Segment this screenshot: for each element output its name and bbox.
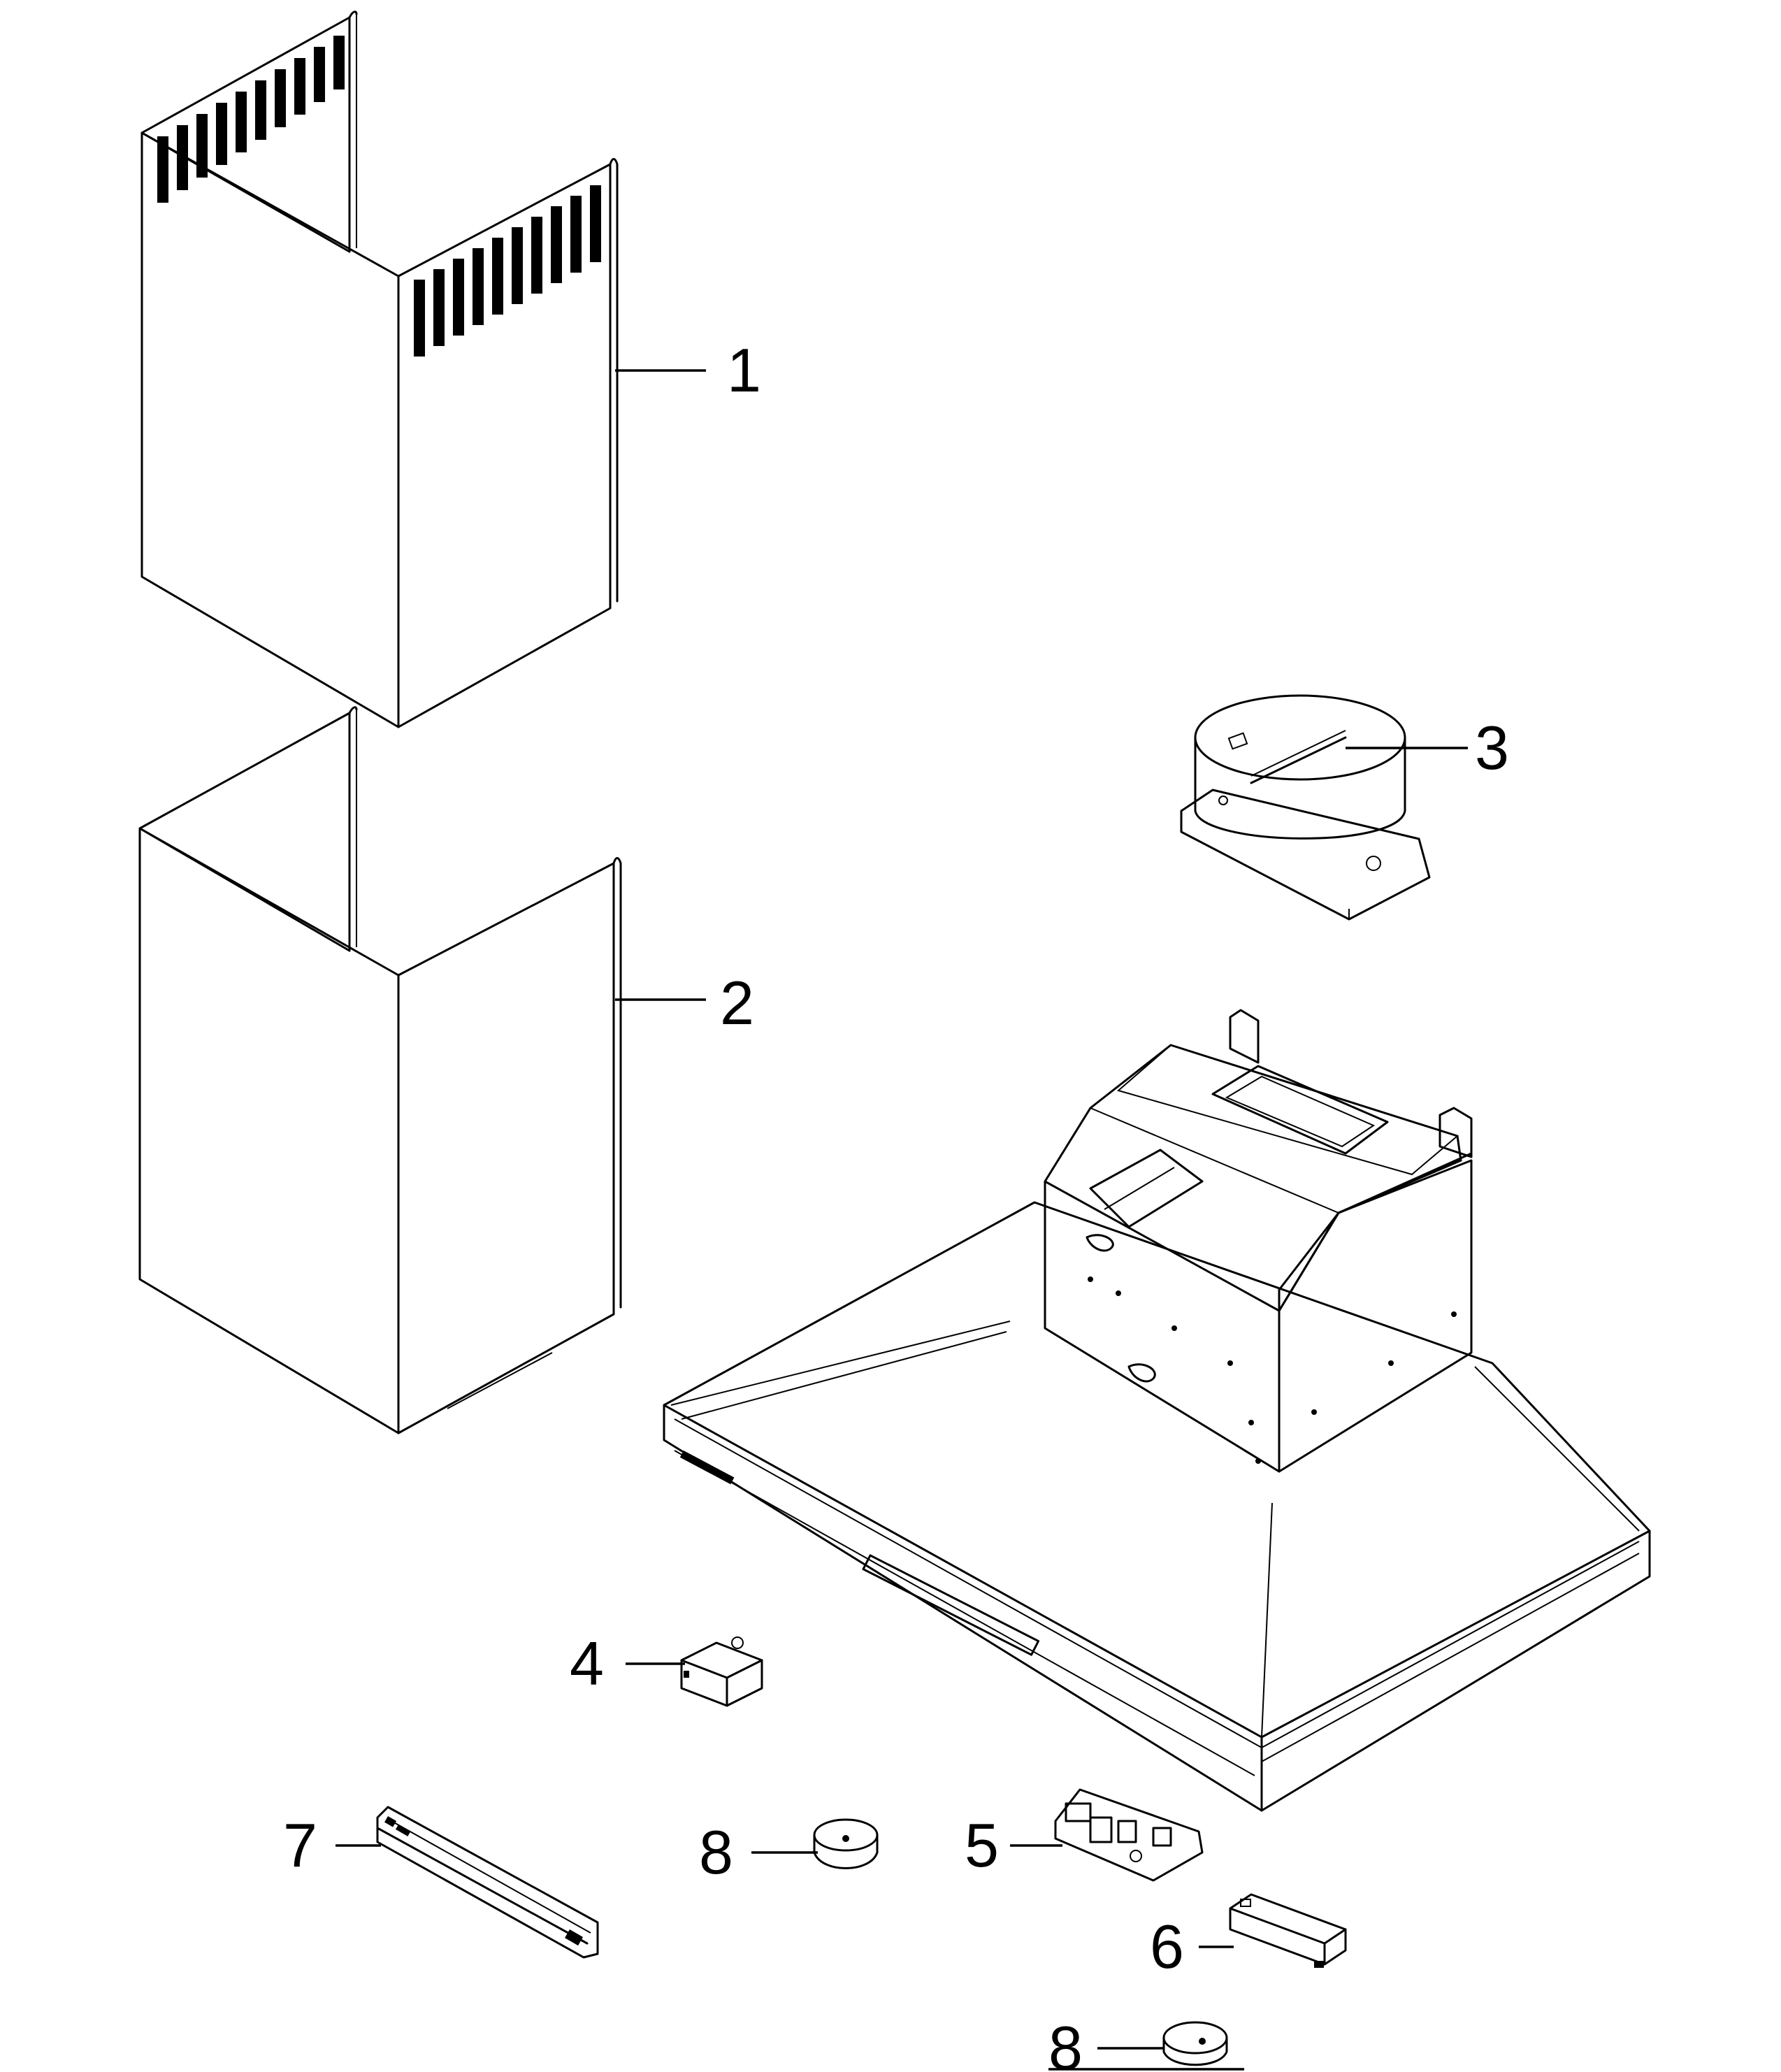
vent-slot: [590, 185, 601, 262]
lower-chimney-cover: [138, 706, 622, 1434]
callout-number-7: 7: [283, 1811, 317, 1880]
vent-slot: [473, 248, 484, 325]
vent-slot: [531, 217, 542, 294]
light-bar: [376, 1806, 599, 1959]
vent-slot: [157, 136, 168, 203]
vent-slot: [177, 125, 188, 190]
vent-slot: [216, 103, 227, 165]
callout-number-8a: 8: [699, 1818, 733, 1887]
vent-slot: [570, 196, 582, 273]
round-part-lower: [1162, 2021, 1228, 2066]
callout-number-8b: 8: [1048, 2013, 1083, 2072]
callout-number-6: 6: [1150, 1912, 1184, 1981]
callout-number-2: 2: [720, 968, 754, 1037]
vent-slot: [333, 36, 345, 89]
vent-slot: [414, 280, 425, 357]
callout-number-3: 3: [1475, 713, 1509, 782]
callout-number-5: 5: [965, 1811, 999, 1880]
vent-slot: [512, 227, 523, 304]
callout-number-1: 1: [727, 336, 761, 405]
duct-connector: [1180, 694, 1431, 921]
capacitor: [680, 1636, 763, 1707]
upper-chimney-cover: [140, 10, 619, 728]
vent-slot: [314, 47, 325, 102]
range-hood-body: [663, 1009, 1651, 1812]
vent-slot: [433, 269, 445, 346]
vent-slot: [255, 80, 266, 140]
vent-slot: [294, 58, 305, 115]
vent-slot: [196, 114, 208, 178]
vent-slot: [275, 69, 286, 127]
callout-number-4: 4: [570, 1629, 604, 1698]
transformer: [1229, 1893, 1347, 1968]
round-part-upper: [813, 1818, 879, 1869]
vent-slot: [551, 206, 562, 283]
vent-slot: [453, 259, 464, 336]
vent-slot: [236, 92, 247, 152]
upper-chimney-vents: [157, 36, 601, 357]
vent-slot: [492, 238, 503, 315]
control-board: [1054, 1788, 1204, 1882]
